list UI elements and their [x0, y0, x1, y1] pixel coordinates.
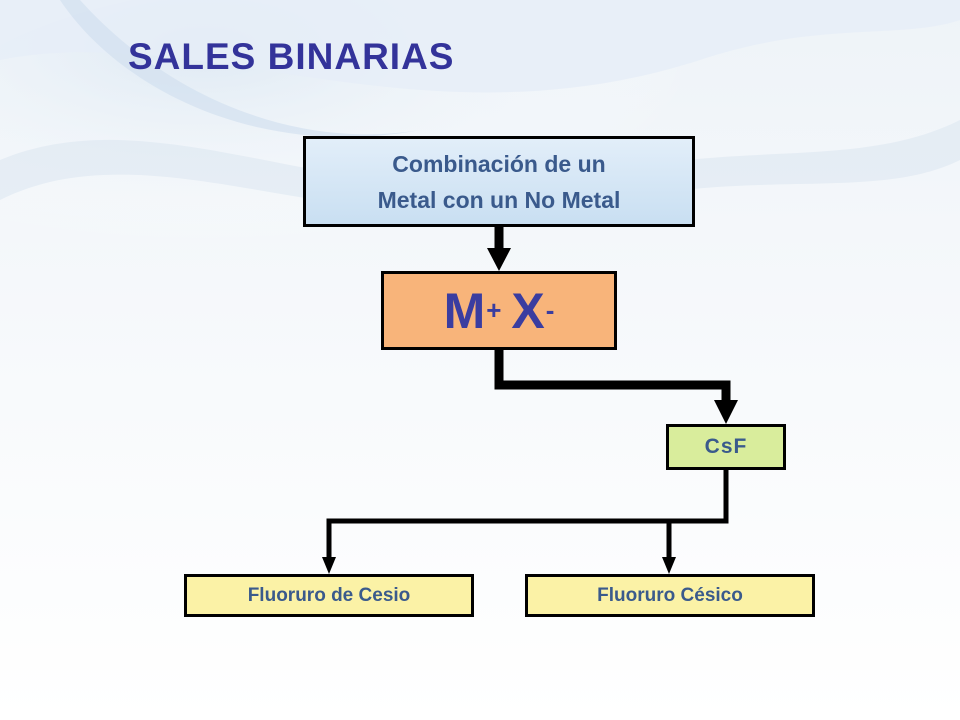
stock-name-box: Fluoruro de Cesio [184, 574, 474, 617]
example-compound-box: CsF [666, 424, 786, 470]
example-compound-label: CsF [704, 435, 748, 458]
stock-name-label: Fluoruro de Cesio [247, 584, 411, 606]
traditional-name-label: Fluoruro Césico [597, 584, 743, 606]
formula-nonmetal: X [511, 282, 545, 339]
formula-metal-charge: + [486, 295, 502, 325]
traditional-name-box: Fluoruro Césico [525, 574, 815, 617]
definition-line-1: Combinación de un [392, 150, 606, 177]
formula-box: M+ X- [381, 271, 617, 350]
definition-line-2: Metal con un No Metal [377, 186, 621, 213]
slide-title: SALES BINARIAS [128, 36, 455, 77]
definition-box: Combinación de un Metal con un No Metal [303, 136, 695, 227]
formula-metal: M [443, 282, 486, 339]
formula-nonmetal-charge: - [545, 295, 555, 325]
